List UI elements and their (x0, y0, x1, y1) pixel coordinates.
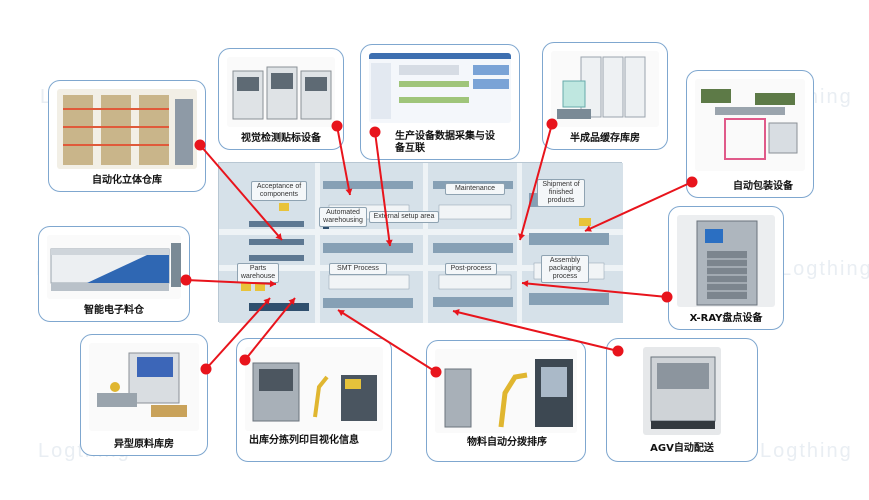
zone-acceptance: Acceptance of components (251, 181, 307, 201)
card-smart-rack[interactable]: 智能电子料仓 (38, 226, 190, 322)
card-odd-material[interactable]: 异型原料库房 (80, 334, 208, 456)
card-data-collection-label: 生产设备数据采集与设备互联 (395, 131, 495, 154)
outbound-image (245, 347, 383, 431)
agv-image (643, 347, 721, 435)
card-semi-storage[interactable]: 半成品缓存库房 (542, 42, 668, 150)
zone-smt-process: SMT Process (329, 263, 387, 275)
xray-image (677, 215, 775, 307)
card-outbound[interactable]: 出库分拣列印目视化信息 (236, 338, 392, 462)
visual-labeling-image (227, 57, 335, 127)
zone-assembly: Assembly packaging process (541, 255, 589, 283)
data-collection-image (369, 53, 511, 123)
zone-shipment: Shipment of finished products (537, 179, 585, 207)
odd-material-image (89, 343, 199, 431)
card-material-sort[interactable]: 物料自动分拨排序 (426, 340, 586, 462)
card-agv[interactable]: AGV自动配送 (606, 338, 758, 462)
card-visual-labeling-label: 视觉检测贴标设备 (241, 133, 321, 144)
card-auto-packing-label: 自动包装设备 (733, 181, 793, 192)
watermark: Logthing (760, 440, 853, 462)
zone-post-process: Post-process (445, 263, 497, 275)
semi-storage-image (551, 51, 659, 127)
card-visual-labeling[interactable]: 视觉检测贴标设备 (218, 48, 344, 150)
zone-automated-warehousing: Automated warehousing (319, 207, 367, 227)
card-auto-warehouse[interactable]: 自动化立体仓库 (48, 80, 206, 192)
card-material-sort-label: 物料自动分拨排序 (467, 437, 547, 448)
card-auto-packing[interactable]: 自动包装设备 (686, 70, 814, 198)
card-odd-material-label: 异型原料库房 (114, 439, 174, 450)
auto-warehouse-image (57, 89, 197, 169)
card-auto-warehouse-label: 自动化立体仓库 (92, 175, 162, 186)
card-xray-label: X-RAY盘点设备 (689, 313, 763, 324)
card-xray[interactable]: X-RAY盘点设备 (668, 206, 784, 330)
factory-layout: Acceptance of components Automated wareh… (218, 162, 623, 323)
zone-parts-warehouse: Parts warehouse (237, 263, 279, 283)
zone-external-setup: External setup area (369, 211, 439, 223)
auto-packing-image (695, 79, 805, 171)
zone-maintenance: Maintenance (445, 183, 505, 195)
card-smart-rack-label: 智能电子料仓 (84, 305, 144, 316)
card-outbound-label: 出库分拣列印目视化信息 (249, 435, 359, 446)
card-semi-storage-label: 半成品缓存库房 (570, 133, 640, 144)
card-data-collection[interactable]: 生产设备数据采集与设备互联 (360, 44, 520, 160)
smart-rack-image (47, 235, 181, 299)
card-agv-label: AGV自动配送 (650, 443, 714, 454)
watermark: Logthing (780, 258, 869, 280)
material-sort-image (435, 349, 577, 433)
